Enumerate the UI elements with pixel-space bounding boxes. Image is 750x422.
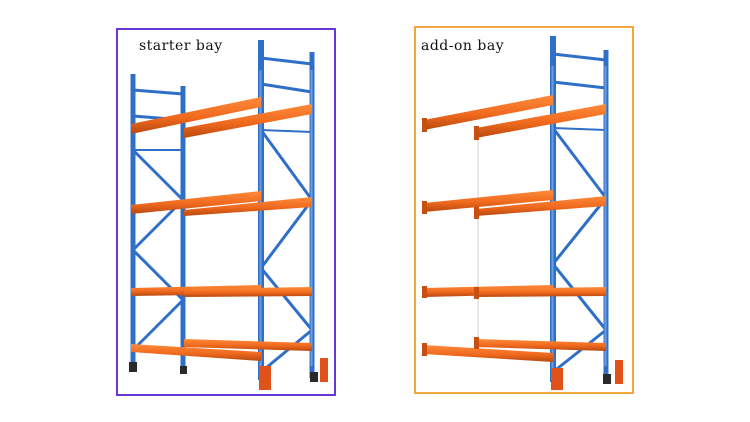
addon-beams	[422, 95, 606, 362]
starter-beams	[131, 97, 312, 361]
starter-bay-rack	[129, 40, 328, 390]
starter-back-left-frame	[130, 74, 186, 372]
addon-bay-caption: add-on bay	[421, 38, 505, 54]
starter-upright-holes	[259, 70, 313, 370]
addon-feet	[551, 360, 623, 390]
starter-feet	[129, 358, 328, 390]
addon-upright-holes	[551, 66, 607, 370]
addon-bay-rack	[422, 36, 623, 390]
starter-bay-caption: starter bay	[139, 38, 223, 54]
